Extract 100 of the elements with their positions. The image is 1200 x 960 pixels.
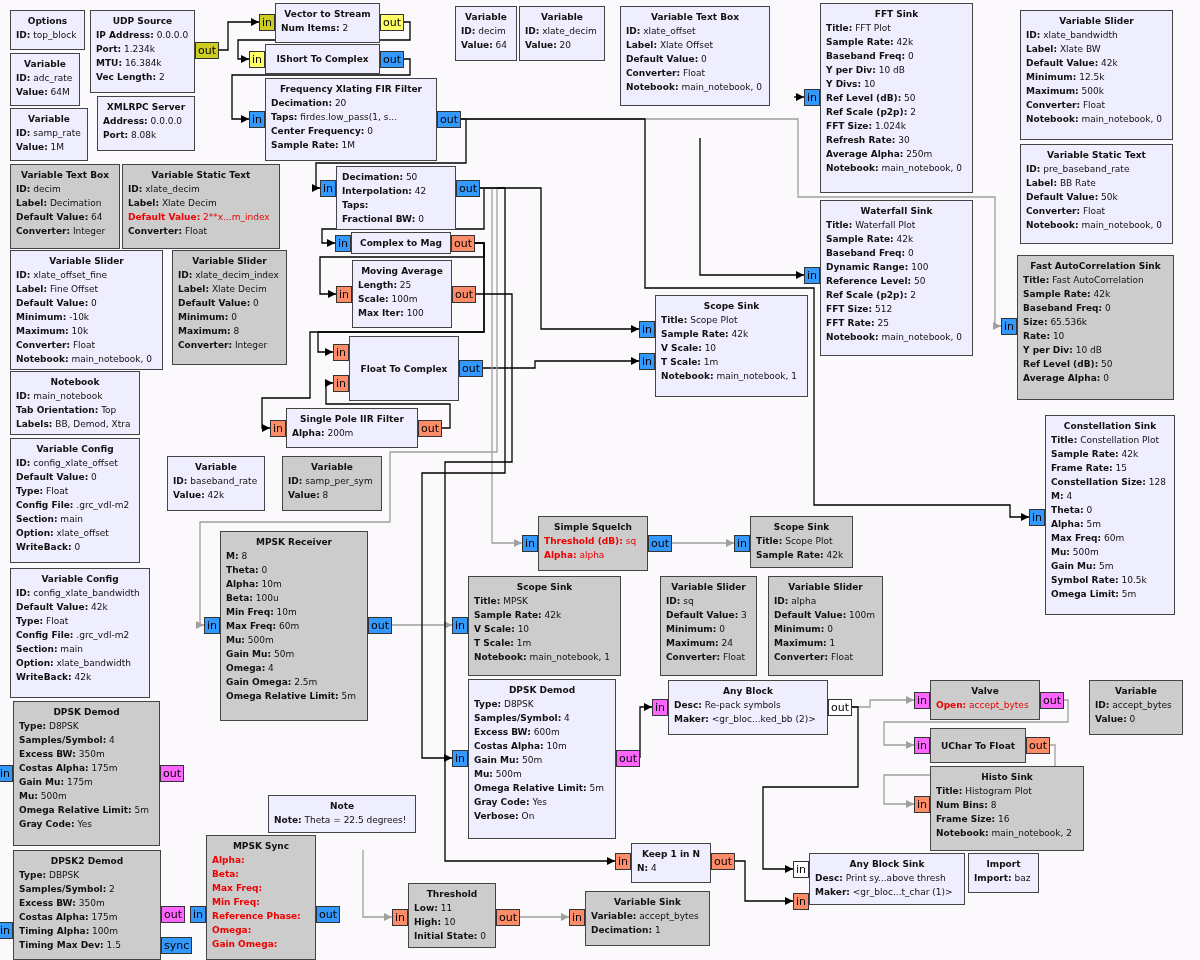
parameter-line: Note: Theta = 22.5 degrees!: [274, 814, 408, 827]
parameter-line: Maximum: 8: [178, 325, 241, 338]
output-port: out: [451, 235, 475, 252]
block-box: [620, 6, 770, 106]
block-box: [97, 96, 195, 151]
parameter-line: Label: Xlate BW: [1026, 43, 1102, 56]
parameter-line: Converter: Integer: [178, 339, 269, 352]
input-port: in: [0, 922, 14, 939]
block-title: Note: [328, 800, 356, 813]
parameter-line: Notebook: main_notebook, 1: [661, 370, 799, 383]
parameter-line: Maker: <gr_bloc...ked_bb (2)>: [674, 713, 817, 726]
block-box: [1045, 415, 1175, 615]
parameter-line: Config File: .grc_vdl-m2: [16, 499, 131, 512]
output-port: out: [161, 906, 185, 923]
block-title: UDP Source: [111, 15, 174, 28]
parameter-line: Num Items: 2: [281, 22, 350, 35]
parameter-line: Converter: Float: [1026, 99, 1107, 112]
parameter-line: Gain Mu: 50m: [474, 754, 544, 767]
parameter-line: Converter: Float: [128, 225, 209, 238]
block-title: Valve: [970, 685, 1000, 698]
block-title: Variable Text Box: [19, 169, 110, 182]
parameter-line: Vec Length: 2: [96, 71, 166, 84]
parameter-line: Samples/Symbol: 4: [19, 734, 116, 747]
block-title: Float To Complex: [359, 362, 449, 376]
parameter-line: FFT Rate: 25: [826, 317, 890, 330]
output-port: out: [368, 617, 392, 634]
block-box: [10, 10, 85, 50]
block-title: Variable Slider: [670, 581, 747, 594]
arrow: [325, 379, 451, 429]
input-port: in: [1001, 318, 1018, 335]
block-box: [750, 516, 853, 568]
arrow: [312, 118, 467, 192]
parameter-line: Default Value: 0: [626, 53, 708, 66]
parameter-line: Sample Rate: 42k: [826, 36, 915, 49]
parameter-line: Baseband Freq: 0: [826, 247, 915, 260]
parameter-line: Notebook: main_notebook, 0: [1026, 113, 1164, 126]
parameter-line: Center Frequency: 0: [271, 125, 374, 138]
parameter-line: Frame Rate: 15: [1051, 462, 1129, 475]
parameter-line: Timing Alpha: 100m: [19, 925, 120, 938]
parameter-line: Default Value: 50k: [1026, 191, 1119, 204]
parameter-line: Open: accept_bytes: [936, 699, 1030, 712]
parameter-line: Min Freq:: [212, 896, 261, 909]
arrow: [444, 293, 616, 865]
block-box: [468, 679, 616, 839]
parameter-line: Size: 65.536k: [1023, 316, 1089, 329]
parameter-line: Minimum: 0: [666, 623, 726, 636]
parameter-line: Maximum: 1: [774, 637, 837, 650]
parameter-line: Notebook: main_notebook, 0: [826, 162, 964, 175]
output-port: out: [1040, 692, 1064, 709]
block-title: UChar To Float: [940, 739, 1016, 753]
parameter-line: Sample Rate: 42k: [826, 233, 915, 246]
arrow: [261, 242, 485, 432]
parameter-line: FFT Size: 1.024k: [826, 120, 907, 133]
parameter-line: ID: xlate_offset: [626, 25, 697, 38]
parameter-line: Average Alpha: 250m: [826, 148, 934, 161]
parameter-line: Desc: Print sy...above thresh: [815, 872, 947, 885]
parameter-line: Value: 64M: [16, 86, 71, 99]
parameter-line: ID: xlate_decim: [128, 183, 201, 196]
parameter-line: Value: 20: [525, 39, 573, 52]
output-port: out: [1026, 737, 1050, 754]
parameter-line: Import: baz: [974, 872, 1032, 885]
block-box: [10, 438, 140, 563]
arrow: [762, 706, 859, 873]
parameter-line: Sample Rate: 42k: [756, 549, 845, 562]
parameter-line: Mu: 500m: [474, 768, 523, 781]
parameter-line: Y Divs: 10: [826, 78, 877, 91]
input-port: in: [259, 14, 276, 31]
block-box: [352, 260, 452, 328]
parameter-line: ID: main_notebook: [16, 390, 104, 403]
block-box: [122, 164, 280, 249]
block-title: Variable: [310, 461, 354, 474]
block-title: Fast AutoCorrelation Sink: [1029, 260, 1162, 273]
parameter-line: Type: Float: [16, 485, 70, 498]
parameter-line: Sample Rate: 1M: [271, 139, 357, 152]
arrow: [519, 913, 570, 921]
parameter-line: Converter: Float: [1026, 205, 1107, 218]
arrow: [391, 621, 453, 629]
parameter-line: Notebook: main_notebook, 1: [474, 651, 612, 664]
parameter-line: Beta:: [212, 868, 240, 881]
block-box: [930, 680, 1040, 720]
parameter-line: Alpha:: [212, 854, 246, 867]
parameter-line: Default Value: 0: [16, 297, 98, 310]
parameter-line: Rate: 10: [1023, 330, 1066, 343]
parameter-line: ID: samp_rate: [16, 127, 82, 140]
parameter-line: Omega:: [212, 924, 253, 937]
input-port: in: [452, 750, 469, 767]
parameter-line: Default Value: 100m: [774, 609, 877, 622]
parameter-line: M: 8: [226, 550, 249, 563]
block-box: [10, 164, 120, 249]
parameter-line: ID: sq: [666, 595, 695, 608]
block-box: [10, 371, 140, 435]
parameter-line: Average Alpha: 0: [1023, 372, 1110, 385]
parameter-line: Refresh Rate: 30: [826, 134, 911, 147]
parameter-line: Sample Rate: 42k: [1051, 448, 1140, 461]
parameter-line: Labels: BB, Demod, Xtra: [16, 418, 132, 431]
arrow: [231, 58, 411, 123]
parameter-line: Default Value: 0: [16, 471, 98, 484]
block-title: DPSK Demod: [507, 684, 577, 697]
parameter-line: ID: decim: [461, 25, 507, 38]
input-port: in: [392, 909, 409, 926]
